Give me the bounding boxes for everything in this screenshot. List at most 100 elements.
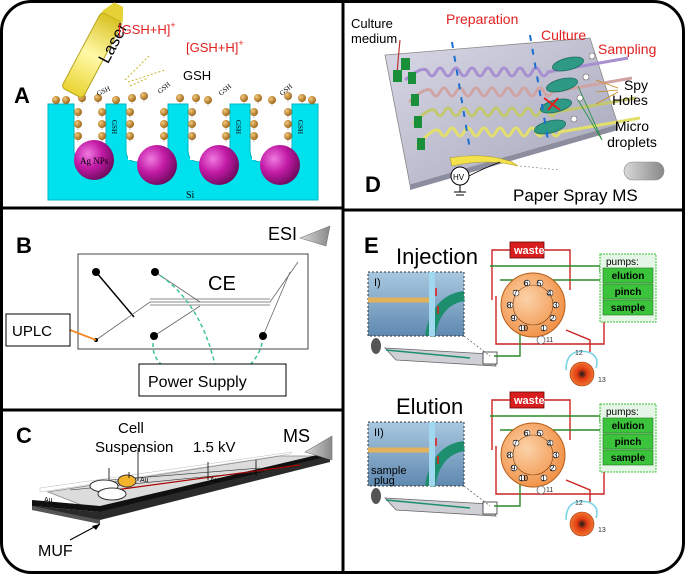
micro-droplet: [546, 77, 578, 93]
power-supply-box: [138, 363, 287, 397]
esi-label: ESI: [268, 224, 297, 244]
gsh-particle: [128, 94, 136, 102]
serpentine-channel: [415, 116, 641, 147]
channels: [404, 52, 641, 150]
rotary-valve: [500, 422, 566, 488]
valve-port: [552, 301, 560, 309]
ag-nanoparticle: [260, 145, 300, 185]
panel-b-letter: B: [16, 233, 32, 258]
valve-port: [510, 314, 518, 322]
spy-hole: [582, 73, 590, 81]
gsh-particle: [254, 94, 262, 102]
panel-d-letter: D: [365, 172, 381, 197]
valve-port: [549, 314, 557, 322]
micro-droplet: [552, 56, 584, 72]
valve-port: [506, 301, 514, 309]
pump-label: elution: [612, 421, 645, 432]
port-number: 13: [598, 377, 606, 384]
gsh-particle: [204, 96, 212, 104]
inlet-port: [411, 94, 419, 106]
serpentine-channel: [404, 56, 629, 82]
ion-label-1: [GSH+H]+: [118, 20, 176, 37]
port-number: 7: [513, 439, 518, 448]
valve-port: [510, 464, 518, 472]
port-number: 10: [519, 324, 528, 333]
sampling-label: Sampling: [598, 41, 656, 57]
cell-label-2: Suspension: [95, 439, 173, 456]
ce-chip: [77, 253, 309, 350]
pump-label: pinch: [615, 437, 642, 448]
pumps-title: pumps:: [606, 257, 639, 268]
gsh-particle: [298, 94, 306, 102]
valve-port: [549, 464, 557, 472]
gsh-particles: [52, 92, 316, 142]
gsh-particle: [222, 132, 230, 140]
inlet-port: [408, 72, 416, 84]
gsh-particle: [284, 92, 292, 100]
rotary-valve: [500, 272, 566, 338]
ag-nanoparticle: [137, 145, 177, 185]
port-number: 6: [524, 429, 529, 438]
port-number: 4: [547, 439, 552, 448]
gsh-particle: [250, 132, 258, 140]
port-number: 2: [550, 464, 555, 473]
gsh-particle: [160, 108, 168, 116]
ms-cone: [304, 435, 333, 461]
syringe-pump: [569, 511, 595, 537]
pump-button: [602, 433, 654, 450]
port-number: 6: [524, 279, 529, 288]
sample-plug-label: sample: [371, 465, 406, 477]
gsh-particle: [284, 132, 292, 140]
micro-droplet: [534, 119, 566, 135]
gsh-particle: [98, 132, 106, 140]
power-supply-label: Power Supply: [148, 374, 247, 391]
inlet-port: [417, 138, 425, 150]
gsh-particle: [250, 108, 258, 116]
panel-a-letter: A: [14, 83, 30, 108]
pump-label: pinch: [615, 287, 642, 298]
kv-label: 1.5 kV: [193, 439, 236, 456]
gsh-particle: [126, 120, 134, 128]
port-number: 5: [537, 429, 542, 438]
gsh-particle: [140, 92, 148, 100]
laser-beam: [62, 2, 124, 98]
gsh-particle: [160, 120, 168, 128]
gsh-particle: [222, 108, 230, 116]
au-label: Au: [44, 497, 53, 504]
gsh-particle: [250, 120, 258, 128]
port-number: 12: [575, 350, 583, 357]
valve-port: [546, 289, 554, 297]
valve-port: [552, 451, 560, 459]
pump-label: sample: [611, 453, 646, 464]
au-label: Au: [140, 477, 149, 484]
valve-port: [546, 439, 554, 447]
port-number: 12: [575, 500, 583, 507]
port-number: 13: [598, 527, 606, 534]
gsh-particle: [176, 94, 184, 102]
pumps-title: pumps:: [606, 407, 639, 418]
uplc-label: UPLC: [12, 323, 52, 340]
ms-label: MS: [283, 426, 310, 446]
gsh-particle: [126, 108, 134, 116]
gsh-particle: [126, 132, 134, 140]
ag-nanoparticle: [199, 145, 239, 185]
ag-nanoparticle: [74, 140, 114, 180]
gsh-particle: [268, 96, 276, 104]
valve-port: [512, 289, 520, 297]
port-number: 9: [511, 464, 516, 473]
gsh-particle: [284, 108, 292, 116]
gsh-particle: [74, 108, 82, 116]
si-label: Si: [186, 190, 195, 201]
gsh-particle: [240, 94, 248, 102]
serpentine-channel: [407, 76, 633, 104]
valve-port: [536, 279, 544, 287]
gsh-particle: [188, 108, 196, 116]
pump-button: [602, 417, 654, 434]
reservoir-dot: [150, 332, 158, 340]
injection-label: Injection: [396, 244, 478, 269]
panel-b: B ESI CE UPLC Power Supply: [5, 224, 331, 397]
gsh-particle: [284, 120, 292, 128]
